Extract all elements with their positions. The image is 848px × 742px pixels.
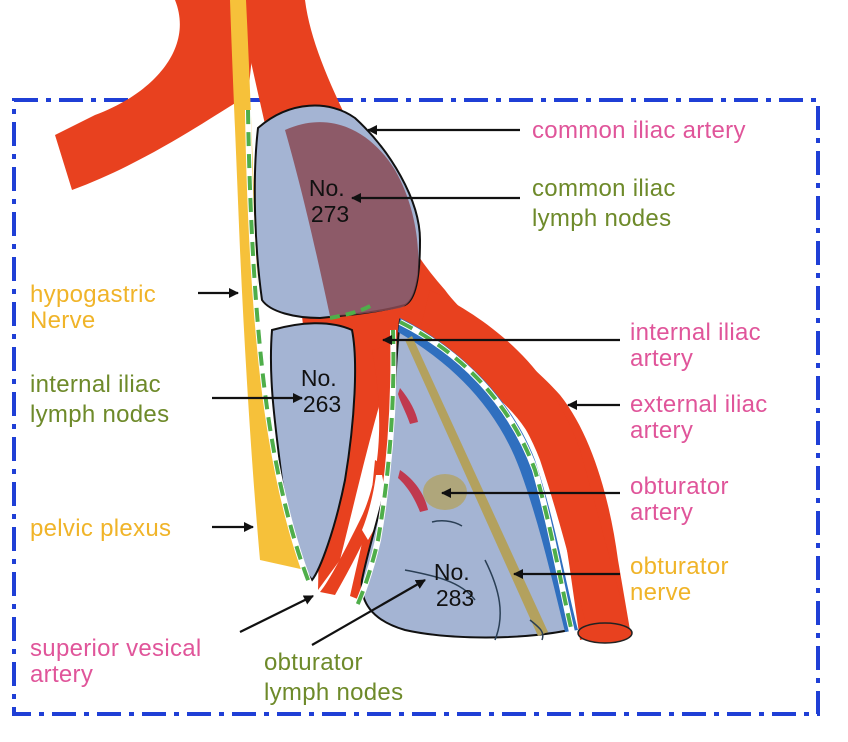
- station-263-prefix: No.: [301, 365, 337, 391]
- dissection-line-lateral-dash: [353, 329, 396, 611]
- station-273-prefix: No.: [309, 175, 345, 201]
- external-iliac-artery-shape: [420, 290, 630, 640]
- obturator-vessel-curve-1: [431, 520, 463, 527]
- station-283-prefix: No.: [434, 559, 470, 585]
- label-external-iliac-artery: external iliac artery: [630, 391, 775, 444]
- obturator-nerve-shape: [405, 336, 548, 636]
- pointer-arrows: [198, 125, 620, 646]
- label-internal-iliac-artery: internal iliac artery: [630, 319, 768, 372]
- label-internal-iliac-nodes: internal iliac lymph nodes: [30, 371, 169, 428]
- internal-iliac-lymph-region: [269, 322, 357, 582]
- arrow-obturator-nodes: [311, 579, 426, 646]
- left-common-iliac-branch: [55, 0, 258, 190]
- station-263-number: 263: [303, 391, 341, 417]
- obturator-artery-shape: [398, 470, 428, 512]
- common-iliac-node-overlap: [285, 122, 419, 316]
- obturator-vessel-curve-2: [404, 569, 476, 601]
- label-pelvic-plexus: pelvic plexus: [30, 515, 171, 542]
- label-obturator-nodes: obturator lymph nodes: [264, 649, 403, 706]
- dissection-line-common: [329, 303, 374, 320]
- arrow-superior-vesical: [239, 595, 314, 633]
- label-common-iliac-artery: common iliac artery: [532, 117, 746, 144]
- dissection-line-medial-dash: [246, 109, 312, 586]
- label-obturator-nerve: obturator nerve: [630, 553, 736, 606]
- label-common-iliac-nodes: common iliac lymph nodes: [532, 175, 683, 232]
- superior-vesical-artery-stub: [362, 475, 385, 540]
- label-hypogastric-nerve: hypogastric Nerve: [30, 281, 163, 334]
- label-obturator-artery: obturator artery: [630, 473, 736, 526]
- station-263-label: No. 263: [301, 365, 343, 417]
- station-283-label: No. 283: [434, 559, 476, 611]
- dissection-line-external-dash: [399, 320, 574, 633]
- obturator-vessel-curve-4: [529, 619, 544, 641]
- external-iliac-artery-end: [577, 622, 633, 644]
- obturator-vessel-curve-3: [484, 559, 501, 641]
- dashed-frame: [12, 98, 820, 716]
- station-283-number: 283: [436, 585, 474, 611]
- station-273-label: No. 273: [309, 175, 351, 227]
- obturator-artery-shape-2: [398, 388, 418, 424]
- station-273-number: 273: [311, 201, 349, 227]
- external-iliac-vein: [398, 318, 578, 632]
- label-superior-vesical-artery: superior vesical artery: [30, 635, 209, 688]
